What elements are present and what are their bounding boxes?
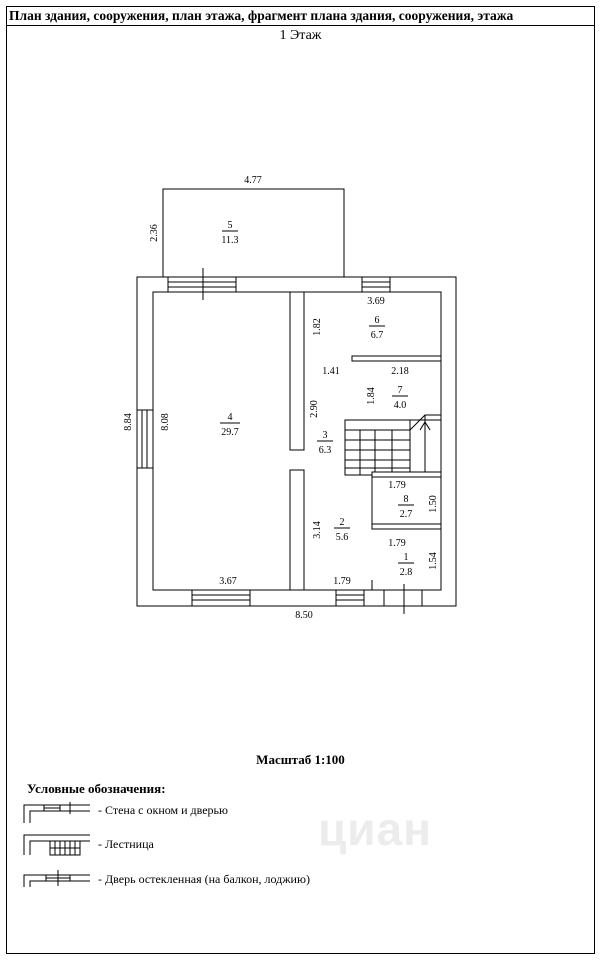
window-left <box>136 409 154 469</box>
partition-upper <box>289 291 305 451</box>
glazed-door-icon <box>23 870 90 887</box>
dim-total-width: 8.50 <box>295 610 313 621</box>
room-5-area: 11.3 <box>221 235 238 246</box>
dim-balcony-width: 4.77 <box>244 175 262 186</box>
dim-room7-width: 2.18 <box>391 366 409 377</box>
window-bottom-left <box>191 589 251 607</box>
scale-label: Масштаб 1:100 <box>256 752 345 767</box>
room-2-area: 5.6 <box>336 532 349 543</box>
dim-inner-height: 8.08 <box>160 413 171 431</box>
window-top-right <box>361 276 391 293</box>
legend-item-glazed-door: - Дверь остекленная (на балкон, лоджию) <box>98 872 310 886</box>
dim-room6-height: 1.82 <box>312 318 323 336</box>
room-8-area: 2.7 <box>400 509 413 520</box>
legend-icons <box>23 802 90 887</box>
stairs <box>344 414 442 476</box>
dim-outer-height: 8.84 <box>123 413 134 431</box>
dim-room2-width: 1.79 <box>333 576 351 587</box>
room-4-area: 29.7 <box>221 427 239 438</box>
entrance-door <box>383 589 423 607</box>
partition-lower <box>289 469 305 591</box>
room-6-number: 6 <box>375 315 380 326</box>
room-2-number: 2 <box>340 517 345 528</box>
dim-room7-height: 1.84 <box>366 387 377 405</box>
room-3-area: 6.3 <box>319 445 332 456</box>
dim-opening: 1.41 <box>322 366 340 377</box>
wall-window-door-icon <box>23 802 90 823</box>
floor-title: 1 Этаж <box>279 28 322 43</box>
window-top-left <box>167 276 237 293</box>
dim-balcony-depth: 2.36 <box>149 224 160 242</box>
balcony-outline <box>162 188 345 278</box>
window-bottom-mid <box>335 589 365 607</box>
legend-item-wall: - Стена с окном и дверью <box>98 803 228 817</box>
stairs-icon <box>23 834 90 856</box>
dim-room4-width: 3.67 <box>219 576 237 587</box>
room-5-number: 5 <box>228 220 233 231</box>
page-frame <box>6 6 595 954</box>
legend-item-stairs: - Лестница <box>98 837 154 851</box>
dim-room8-height: 1.50 <box>428 495 439 513</box>
room-1-number: 1 <box>404 552 409 563</box>
room-8-number: 8 <box>404 494 409 505</box>
wall-room6-room7 <box>351 355 442 362</box>
dim-room6-width: 3.69 <box>367 296 385 307</box>
room-1-area: 2.8 <box>400 567 413 578</box>
dim-room8-width: 1.79 <box>388 480 406 491</box>
page-header: План здания, сооружения, план этажа, фра… <box>6 6 595 26</box>
dim-room1-height: 1.54 <box>428 552 439 570</box>
room-7-number: 7 <box>398 385 403 396</box>
dim-room1-width: 1.79 <box>388 538 406 549</box>
room-6-area: 6.7 <box>371 330 384 341</box>
watermark: циан <box>318 803 432 855</box>
room-3-number: 3 <box>323 430 328 441</box>
dim-partition-height: 2.90 <box>309 400 320 418</box>
wall-room8-top <box>371 471 442 478</box>
room-4-number: 4 <box>228 412 233 423</box>
legend-title: Условные обозначения: <box>27 781 166 796</box>
dim-room2-height: 3.14 <box>312 521 323 539</box>
room-7-area: 4.0 <box>394 400 407 411</box>
wall-room8-bottom <box>371 523 442 530</box>
